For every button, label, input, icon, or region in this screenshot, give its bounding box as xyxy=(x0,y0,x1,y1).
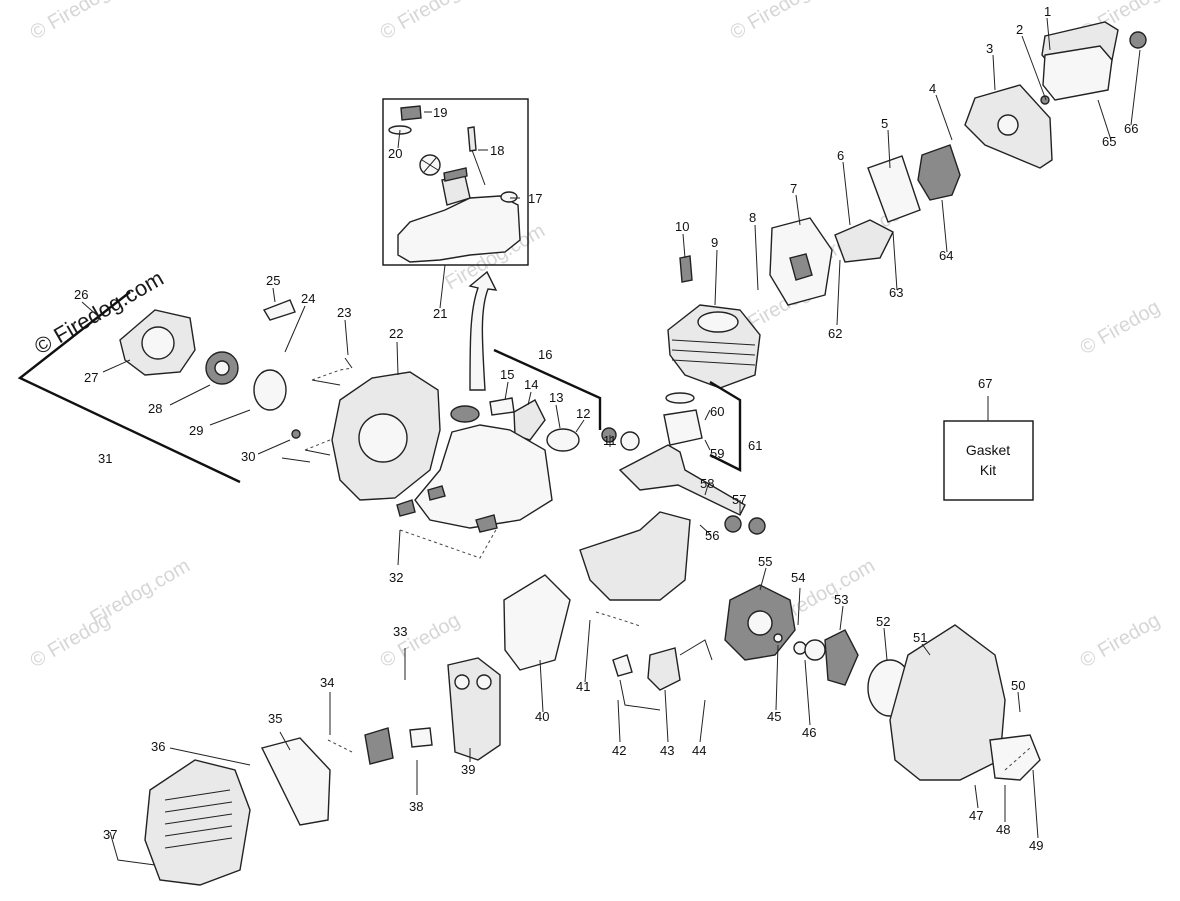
part-label-62: 62 xyxy=(828,326,842,341)
part-label-53: 53 xyxy=(834,592,848,607)
part-label-65: 65 xyxy=(1102,134,1116,149)
part-label-6: 6 xyxy=(837,148,844,163)
part-label-7: 7 xyxy=(790,181,797,196)
part-label-50: 50 xyxy=(1011,678,1025,693)
part-label-27: 27 xyxy=(84,370,98,385)
part-label-22: 22 xyxy=(389,326,403,341)
gasket-kit-label-line1: Gasket xyxy=(966,442,1010,458)
part-label-46: 46 xyxy=(802,725,816,740)
part-label-17: 17 xyxy=(528,191,542,206)
part-label-67: 67 xyxy=(978,376,992,391)
watermark: © Firedog xyxy=(27,0,114,44)
part-label-40: 40 xyxy=(535,709,549,724)
part-label-19: 19 xyxy=(433,105,447,120)
part-label-37: 37 xyxy=(103,827,117,842)
part-label-55: 55 xyxy=(758,554,772,569)
part-label-36: 36 xyxy=(151,739,165,754)
part-label-63: 63 xyxy=(889,285,903,300)
part-label-48: 48 xyxy=(996,822,1010,837)
part-label-47: 47 xyxy=(969,808,983,823)
part-label-23: 23 xyxy=(337,305,351,320)
part-label-57: 57 xyxy=(732,492,746,507)
part-label-25: 25 xyxy=(266,273,280,288)
part-label-41: 41 xyxy=(576,679,590,694)
part-label-30: 30 xyxy=(241,449,255,464)
part-label-43: 43 xyxy=(660,743,674,758)
part-label-33: 33 xyxy=(393,624,407,639)
part-label-38: 38 xyxy=(409,799,423,814)
watermark: © Firedog xyxy=(377,609,464,672)
assembly-dashed-lines xyxy=(304,367,1031,771)
part-label-56: 56 xyxy=(705,528,719,543)
part-label-42: 42 xyxy=(612,743,626,758)
part-label-20: 20 xyxy=(388,146,402,161)
part-label-10: 10 xyxy=(675,219,689,234)
watermark: © Firedog xyxy=(377,0,464,44)
part-label-16: 16 xyxy=(538,347,552,362)
part-number-labels: 1 2 3 4 5 6 7 8 9 10 11 12 13 14 15 16 1… xyxy=(74,4,1138,853)
engine-parts-art xyxy=(119,21,1147,886)
part-label-34: 34 xyxy=(320,675,334,690)
bracket-61 xyxy=(709,380,742,472)
part-label-18: 18 xyxy=(490,143,504,158)
part-label-11: 11 xyxy=(603,433,617,448)
part-label-12: 12 xyxy=(576,406,590,421)
part-label-45: 45 xyxy=(767,709,781,724)
part-label-59: 59 xyxy=(710,446,724,461)
fuel-tank-inset-art xyxy=(388,105,521,263)
part-label-49: 49 xyxy=(1029,838,1043,853)
gasket-kit-label-line2: Kit xyxy=(980,462,996,478)
part-label-51: 51 xyxy=(913,630,927,645)
watermark: Firedog.com xyxy=(87,555,194,630)
bracket-16 xyxy=(493,348,602,430)
watermark: © Firedog xyxy=(727,0,814,44)
part-label-52: 52 xyxy=(876,614,890,629)
part-label-32: 32 xyxy=(389,570,403,585)
watermark: © Firedog xyxy=(1077,296,1164,359)
watermark: © Firedog xyxy=(1077,609,1164,672)
part-label-26: 26 xyxy=(74,287,88,302)
part-label-5: 5 xyxy=(881,116,888,131)
part-label-29: 29 xyxy=(189,423,203,438)
gasket-kit-box xyxy=(943,420,1034,501)
part-label-35: 35 xyxy=(268,711,282,726)
part-label-4: 4 xyxy=(929,81,936,96)
part-label-58: 58 xyxy=(700,476,714,491)
part-label-1: 1 xyxy=(1044,4,1051,19)
part-label-31: 31 xyxy=(98,451,112,466)
part-label-44: 44 xyxy=(692,743,706,758)
part-label-28: 28 xyxy=(148,401,162,416)
part-label-14: 14 xyxy=(524,377,538,392)
part-label-54: 54 xyxy=(791,570,805,585)
part-label-64: 64 xyxy=(939,248,953,263)
part-label-3: 3 xyxy=(986,41,993,56)
inset-frame xyxy=(382,98,529,266)
leader-lines xyxy=(81,17,1141,866)
part-label-66: 66 xyxy=(1124,121,1138,136)
part-label-9: 9 xyxy=(711,235,718,250)
part-label-39: 39 xyxy=(461,762,475,777)
part-label-24: 24 xyxy=(301,291,315,306)
part-label-60: 60 xyxy=(710,404,724,419)
part-label-15: 15 xyxy=(500,367,514,382)
bracket-31 xyxy=(17,291,241,484)
arrow-shape xyxy=(468,270,498,391)
part-label-8: 8 xyxy=(749,210,756,225)
part-label-21: 21 xyxy=(433,306,447,321)
part-label-2: 2 xyxy=(1016,22,1023,37)
part-label-13: 13 xyxy=(549,390,563,405)
part-label-61: 61 xyxy=(748,438,762,453)
